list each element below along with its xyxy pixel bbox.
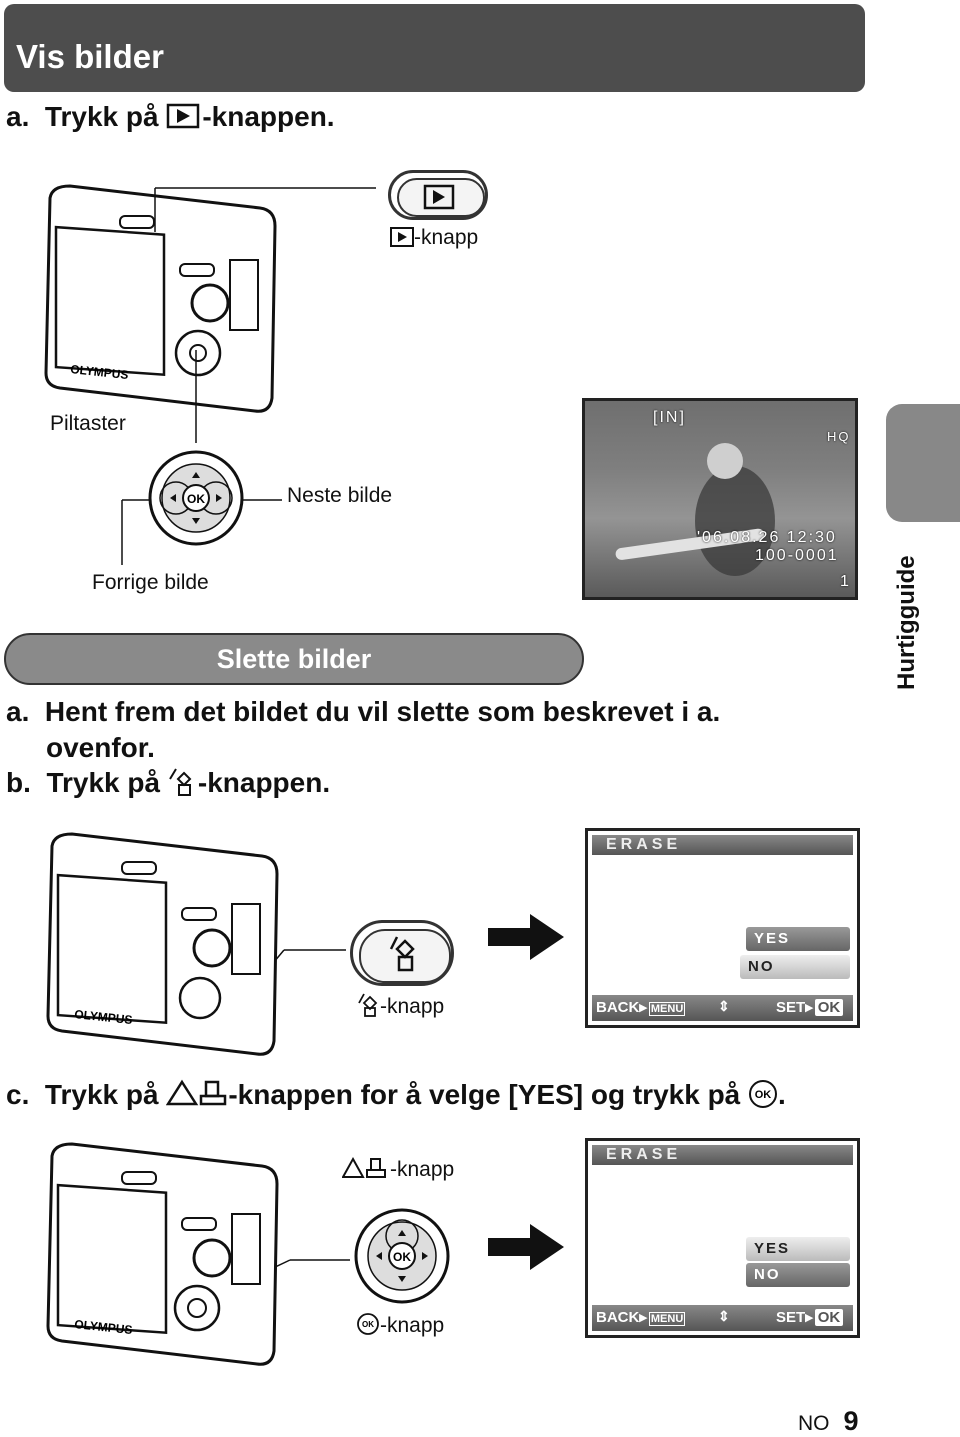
ok-icon: OK: [357, 1313, 379, 1335]
play-button-label: -knapp: [390, 226, 478, 250]
ok-button-callout-label: OK-knapp: [356, 1312, 444, 1338]
camera-illustration: OLYMPUS: [46, 832, 279, 1056]
menu-title: ERASE: [592, 835, 853, 855]
brand-logo: OLYMPUS: [70, 362, 129, 382]
step-erase-a-cont: ovenfor.: [46, 732, 155, 763]
updown-icon: ⇕: [718, 1308, 730, 1324]
page-footer: NO 9: [798, 1406, 859, 1437]
side-tab: [886, 404, 960, 522]
erase-menu-screen: ERASE YES NO BACK▸MENU ⇕ SET▸OK: [585, 1138, 860, 1338]
photo-subject: [615, 443, 775, 576]
next-image-label: Neste bilde: [287, 484, 393, 507]
back-hint: BACK▸MENU: [596, 999, 686, 1016]
lcd-quality: HQ: [827, 429, 851, 444]
play-button-illustration: [388, 170, 488, 220]
menu-option-no[interactable]: NO: [746, 1263, 850, 1287]
side-tab-label: Hurtigguide: [893, 555, 920, 690]
up-print-icon: [166, 1079, 227, 1106]
brand-logo: OLYMPUS: [74, 1317, 133, 1337]
play-icon: [390, 227, 414, 247]
set-hint: SET▸OK: [776, 1308, 844, 1326]
menu-title: ERASE: [592, 1145, 853, 1165]
lcd-memory-indicator: [IN]: [653, 409, 686, 426]
ok-icon: OK: [749, 1080, 778, 1108]
step-view-a: a. Trykk på -knappen.: [6, 101, 335, 132]
erase-button-illustration: [350, 920, 454, 986]
lcd-frame-count: 1: [840, 573, 851, 590]
step-erase-b: b. Trykk på -knappen.: [6, 767, 331, 798]
back-hint: BACK▸MENU: [596, 1309, 686, 1326]
section-header: Vis bilder: [4, 4, 865, 92]
camera-illustration: OLYMPUS: [46, 1142, 279, 1366]
lcd-datetime: '06.08.26 12:30: [697, 529, 837, 546]
menu-bottom-bar: BACK▸MENU ⇕ SET▸OK: [592, 995, 853, 1021]
play-icon: [423, 184, 455, 210]
lcd-file-number: 100-0001: [755, 547, 839, 564]
erase-section-title: Slette bilder: [216, 644, 372, 674]
menu-option-yes[interactable]: YES: [746, 927, 850, 951]
right-arrow-icon: [488, 1224, 564, 1270]
erase-button-label: -knapp: [358, 993, 444, 1019]
play-icon: [167, 103, 200, 129]
language-code: NO: [798, 1412, 830, 1435]
updown-icon: ⇕: [718, 998, 730, 1014]
menu-option-yes[interactable]: YES: [746, 1237, 850, 1261]
up-print-icon: [341, 1156, 386, 1178]
lcd-photo-screen: [IN] HQ '06.08.26 12:30 100-0001 1: [582, 398, 858, 600]
menu-option-no[interactable]: NO: [740, 955, 850, 979]
erase-section-header: Slette bilder: [4, 633, 584, 685]
erase-icon: [389, 936, 415, 972]
erase-icon: [169, 768, 192, 796]
page-number: 9: [843, 1406, 859, 1436]
brand-logo: OLYMPUS: [74, 1007, 133, 1027]
svg-text:OK: OK: [362, 1320, 374, 1329]
camera-illustration: OLYMPUS: [44, 184, 277, 413]
dpad-illustration: OK: [354, 1208, 450, 1304]
set-hint: SET▸OK: [776, 998, 844, 1016]
ok-button-label: OK: [187, 492, 205, 506]
right-arrow-icon: [488, 914, 564, 960]
erase-icon: [358, 993, 378, 1017]
section-title: Vis bilder: [16, 38, 164, 75]
arrow-keys-label: Piltaster: [50, 412, 126, 435]
up-button-label: -knapp: [341, 1156, 454, 1182]
erase-menu-screen: ERASE YES NO BACK▸MENU ⇕ SET▸OK: [585, 828, 860, 1028]
previous-image-label: Forrige bilde: [92, 571, 209, 594]
menu-bottom-bar: BACK▸MENU ⇕ SET▸OK: [592, 1305, 853, 1331]
dpad-illustration: OK: [148, 450, 244, 546]
ok-button-label: OK: [393, 1250, 411, 1264]
svg-text:OK: OK: [755, 1089, 772, 1101]
step-erase-c: c. Trykk på -knappen for å velge [YES] o…: [6, 1079, 786, 1110]
step-erase-a: a. Hent frem det bildet du vil slette so…: [6, 696, 721, 727]
